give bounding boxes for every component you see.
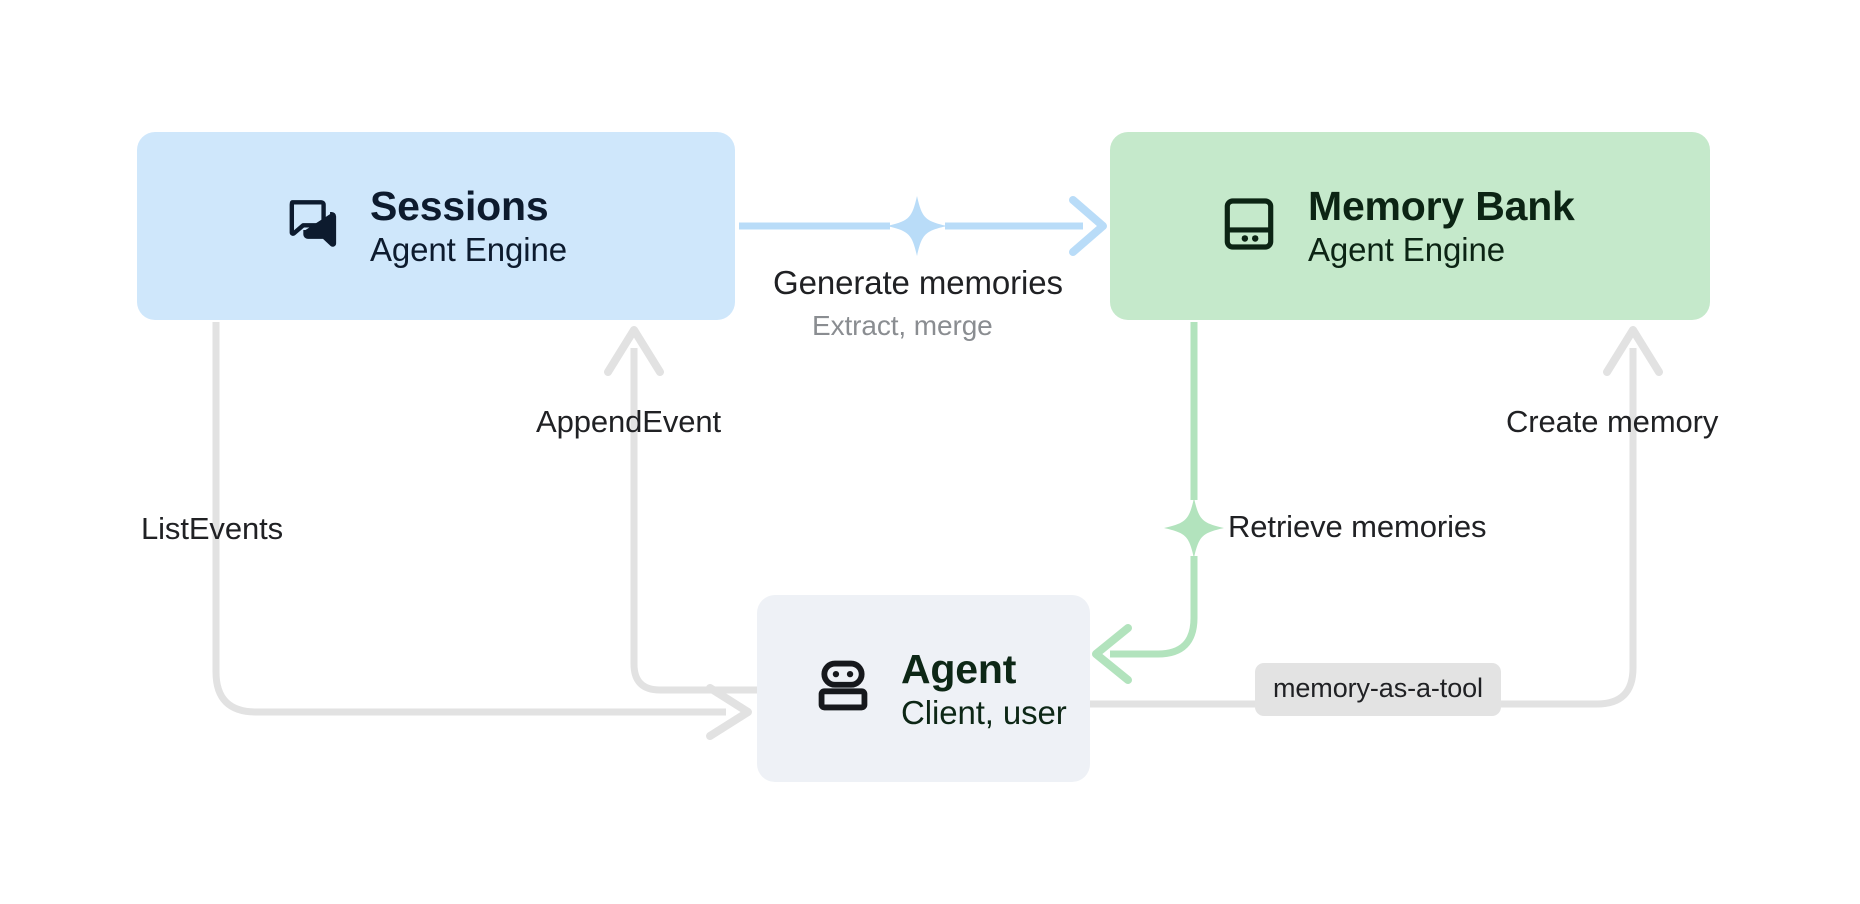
edge-retrieve-memories xyxy=(1092,322,1224,684)
sparkle-icon-green xyxy=(1164,498,1224,558)
edge-label-generate-memories: Generate memories xyxy=(773,264,1063,301)
node-memory-bank[interactable]: Memory Bank Agent Engine xyxy=(1110,132,1710,320)
edge-label-retrieve-memories: Retrieve memories xyxy=(1228,509,1487,544)
robot-icon xyxy=(815,657,871,720)
edge-append-event xyxy=(604,326,757,694)
sparkle-icon-blue xyxy=(887,196,947,256)
node-sessions-subtitle: Agent Engine xyxy=(370,231,567,269)
edge-label-create-memory: Create memory xyxy=(1506,404,1719,439)
node-agent[interactable]: Agent Client, user xyxy=(757,595,1090,782)
node-agent-title: Agent xyxy=(901,645,1017,692)
edge-generate-memories xyxy=(739,196,1107,256)
node-agent-subtitle: Client, user xyxy=(901,693,1067,731)
edge-create-memory xyxy=(1090,326,1663,708)
node-sessions-title: Sessions xyxy=(370,183,549,230)
database-icon xyxy=(1220,193,1278,260)
node-memory-bank-title: Memory Bank xyxy=(1308,183,1575,230)
edge-list-events xyxy=(212,322,752,740)
node-memory-bank-subtitle: Agent Engine xyxy=(1308,231,1505,269)
badge-memory-as-a-tool: memory-as-a-tool xyxy=(1255,663,1501,716)
forum-icon xyxy=(282,193,344,260)
edge-label-append-event: AppendEvent xyxy=(536,404,722,439)
edge-label-list-events: ListEvents xyxy=(141,511,284,546)
edge-sublabel-generate-memories: Extract, merge xyxy=(812,310,993,341)
node-sessions[interactable]: Sessions Agent Engine xyxy=(137,132,735,320)
